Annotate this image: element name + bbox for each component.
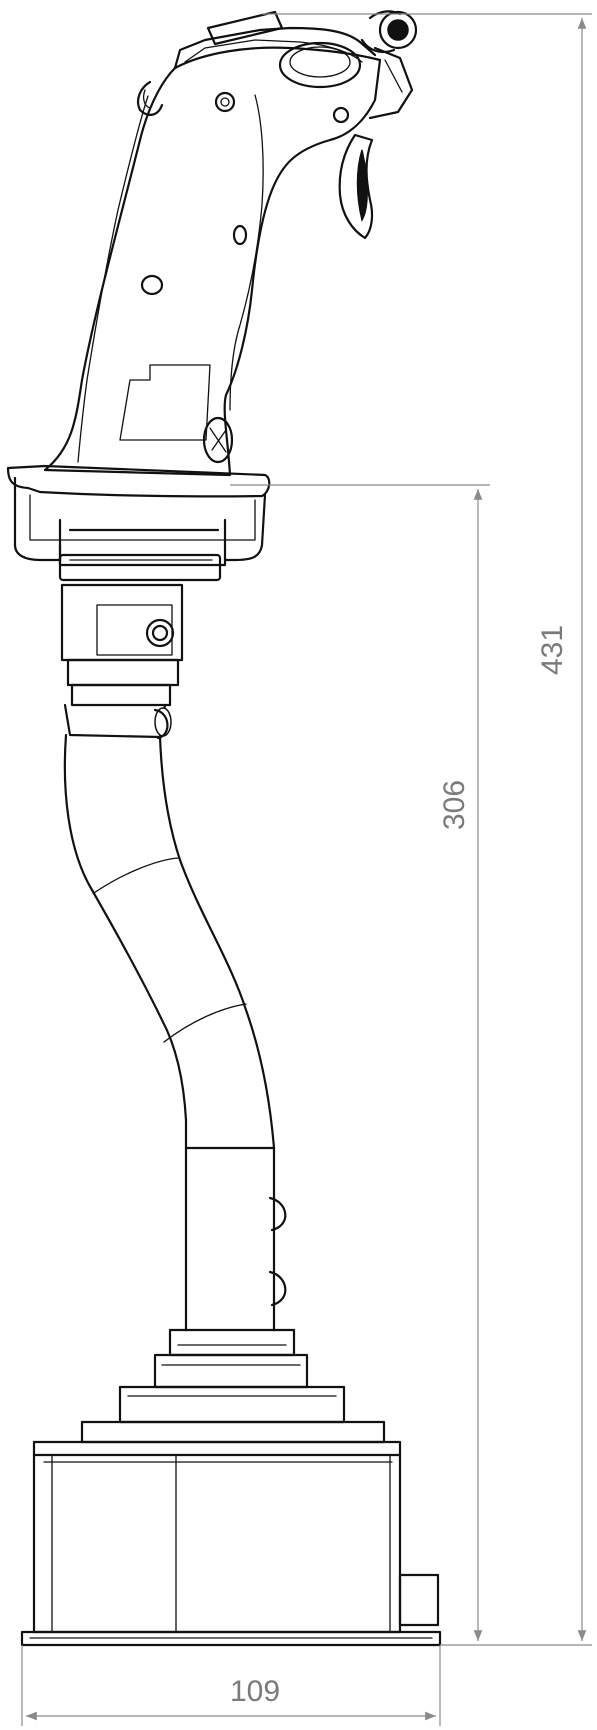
joystick-grip [43, 10, 418, 477]
grip-mount-flange [6, 464, 271, 582]
lower-column [184, 1146, 287, 1332]
joystick-base [20, 1328, 442, 1647]
base-width-label: 109 [230, 1675, 280, 1708]
column-height-label: 306 [438, 780, 471, 830]
overall-height-label: 431 [536, 625, 569, 675]
dimension-overall-height [262, 13, 592, 1646]
upper-stem-housing [60, 583, 184, 740]
dimension-column-height [230, 484, 490, 1641]
dimension-base-width [21, 1645, 441, 1726]
curved-column [63, 733, 276, 1150]
